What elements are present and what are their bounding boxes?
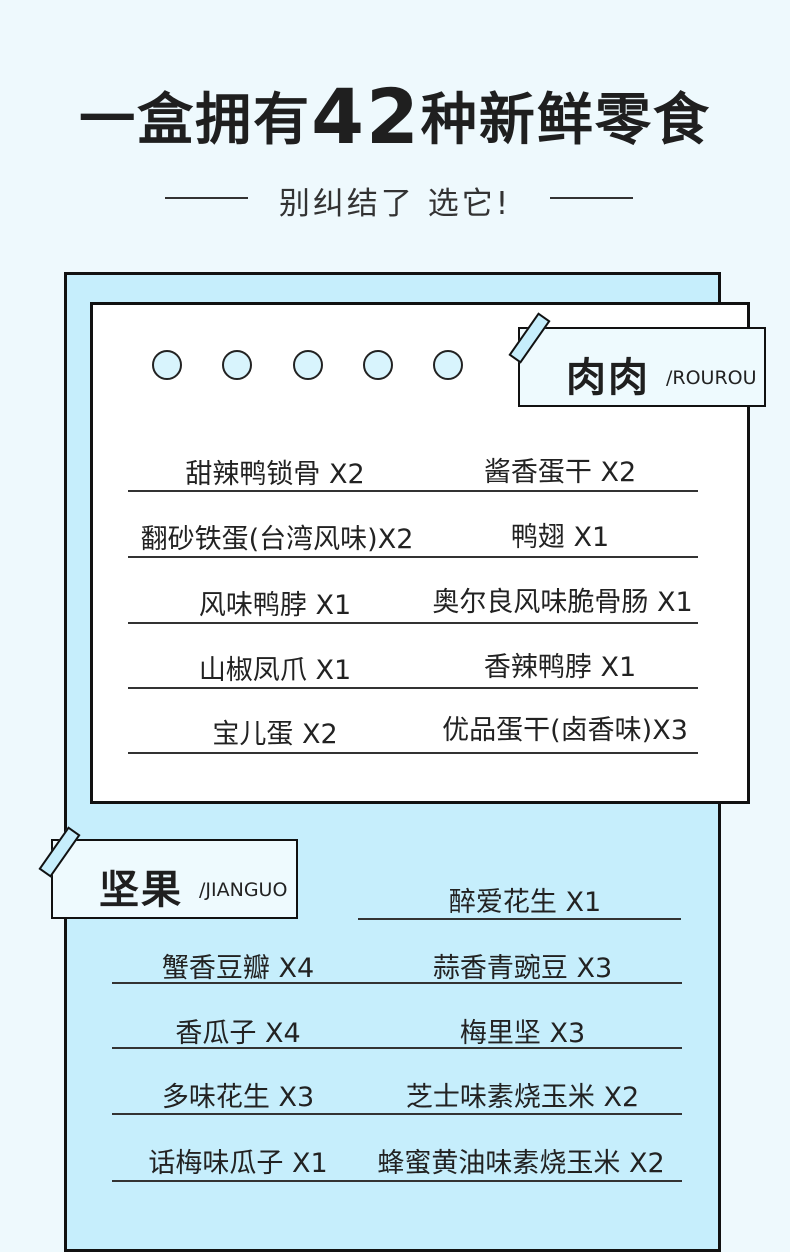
meat-item: 风味鸭脖 X1: [198, 590, 352, 621]
nuts-item: 蒜香青豌豆 X3: [432, 953, 613, 984]
nuts-item: 芝士味素烧玉米 X2: [405, 1082, 640, 1113]
meat-section-tag: 肉肉 /ROUROU: [518, 327, 766, 407]
row-divider: [128, 490, 698, 492]
meat-item: 优品蛋干(卤香味)X3: [442, 715, 688, 746]
page-subtitle: 别纠结了 选它!: [278, 186, 512, 222]
nuts-item: 香瓜子 X4: [175, 1018, 301, 1049]
row-divider: [358, 918, 681, 920]
meat-item: 甜辣鸭锁骨 X2: [185, 459, 365, 490]
nuts-item: 蟹香豆瓣 X4: [161, 953, 315, 984]
nuts-section-subtitle: /JIANGUO: [199, 879, 288, 901]
meat-item: 奥尔良风味脆骨肠 X1: [432, 587, 693, 618]
decor-circle: [152, 350, 182, 380]
decor-circle: [363, 350, 393, 380]
title-suffix: 种新鲜零食: [420, 88, 711, 153]
nuts-item: 梅里坚 X3: [459, 1018, 586, 1049]
subtitle-dash-left: [165, 197, 248, 199]
subtitle-dash-right: [550, 197, 633, 199]
row-divider: [112, 1047, 682, 1049]
nuts-item: 蜂蜜黄油味素烧玉米 X2: [377, 1148, 665, 1179]
meat-section-subtitle: /ROUROU: [666, 367, 757, 389]
title-prefix: 一盒拥有: [79, 88, 312, 153]
title-number: 42: [311, 72, 421, 161]
row-divider: [112, 1180, 682, 1182]
row-divider: [128, 556, 698, 558]
meat-item: 香辣鸭脖 X1: [483, 652, 637, 683]
meat-item: 酱香蛋干 X2: [483, 457, 637, 488]
nuts-item: 醉爱花生 X1: [448, 887, 602, 918]
meat-item: 鸭翅 X1: [510, 522, 610, 553]
row-divider: [128, 687, 698, 689]
row-divider: [128, 752, 698, 754]
meat-item: 翻砂铁蛋(台湾风味)X2: [140, 524, 414, 555]
nuts-item: 多味花生 X3: [161, 1082, 315, 1113]
nuts-section-title: 坚果: [99, 867, 183, 913]
nuts-section-tag: 坚果 /JIANGUO: [51, 839, 298, 919]
page-title: 一盒拥有42种新鲜零食: [0, 72, 790, 161]
meat-item: 宝儿蛋 X2: [212, 719, 338, 750]
meat-item: 山椒凤爪 X1: [198, 655, 352, 686]
decor-circle: [222, 350, 252, 380]
row-divider: [112, 982, 682, 984]
nuts-item: 话梅味瓜子 X1: [148, 1148, 328, 1179]
row-divider: [128, 622, 698, 624]
decor-circle: [433, 350, 463, 380]
meat-section-title: 肉肉: [566, 355, 650, 401]
row-divider: [112, 1113, 682, 1115]
decor-circle: [293, 350, 323, 380]
